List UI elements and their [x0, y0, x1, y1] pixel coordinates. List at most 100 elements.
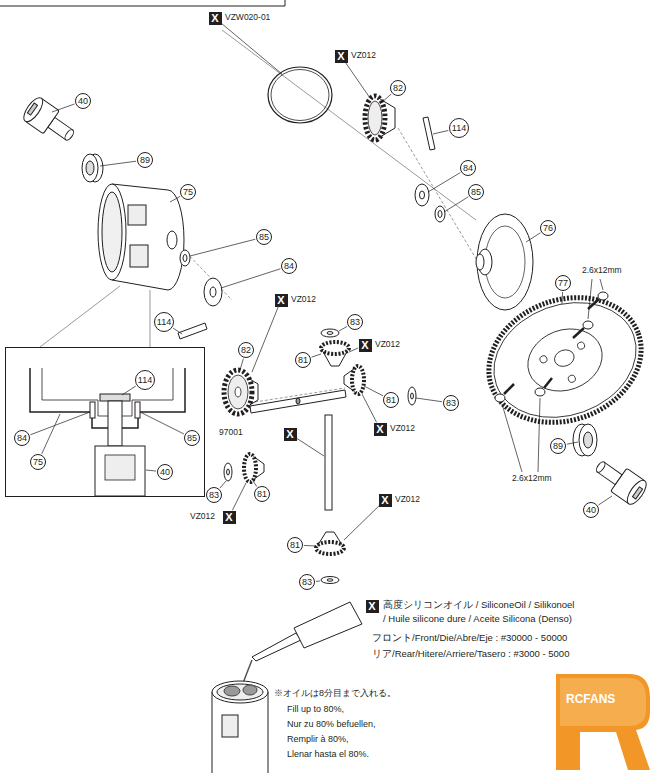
node-text: 114 [138, 376, 152, 385]
node-text: 85 [471, 188, 481, 197]
part-code: 97001 [219, 428, 243, 438]
bevel-gear [235, 387, 241, 397]
section-drawing [105, 455, 135, 480]
node-text: X [337, 51, 344, 62]
leader-line [232, 483, 246, 510]
section-drawing [95, 446, 145, 496]
section-drawing [135, 402, 140, 418]
bearing [82, 154, 103, 182]
pinion-gear [352, 366, 364, 394]
node-text: 76 [543, 224, 553, 233]
section-drawing [108, 401, 122, 446]
screw [583, 321, 593, 329]
guide-line [150, 290, 151, 347]
pinion-gear [244, 342, 364, 554]
callout-number: 82 [238, 342, 254, 358]
node-text: X [277, 295, 284, 306]
washer [411, 393, 414, 399]
output-cup [624, 477, 650, 507]
node-text: X [286, 429, 293, 440]
node-text: 114 [452, 124, 466, 133]
washer [438, 211, 442, 218]
section-drawing [30, 368, 185, 496]
dimension-leader [502, 404, 522, 472]
output-cup [595, 460, 607, 473]
callout-number: 114 [135, 370, 155, 390]
dimension-leader [502, 279, 603, 472]
node-text: 83 [350, 318, 360, 327]
node-text: 40 [78, 97, 88, 106]
callout-number: 82 [390, 80, 406, 96]
note-marker: X [284, 428, 297, 441]
node-text: 82 [393, 84, 403, 93]
dimension: 2.6x12mm [582, 266, 622, 276]
callout-number: 84 [14, 430, 30, 446]
open-diff-case [212, 681, 268, 773]
washer [408, 387, 416, 405]
leader-line [221, 23, 282, 74]
leader-line [146, 470, 156, 471]
callout-number: 77 [555, 275, 571, 291]
node-text: 83 [302, 578, 312, 587]
screw [598, 292, 608, 300]
spur-gear [539, 355, 548, 364]
screw [535, 388, 545, 396]
note-marker: X [366, 600, 379, 613]
node-text: 83 [446, 399, 456, 408]
callout-number: 85 [468, 184, 484, 200]
node-text: 81 [386, 396, 396, 405]
note-marker: X [335, 50, 348, 63]
leader-line [312, 354, 321, 357]
diff-case [102, 192, 122, 272]
diff-cover [477, 214, 533, 310]
open-diff-case [243, 685, 257, 695]
leader-line [52, 104, 75, 112]
leader-line [190, 239, 255, 256]
washer [224, 463, 232, 481]
leader-line [598, 496, 612, 505]
spur-gear [552, 347, 576, 369]
guide-line [222, 30, 476, 220]
pin [423, 117, 435, 150]
leader-line [444, 197, 468, 212]
pinion-gear [244, 454, 256, 482]
oil-bottle [252, 633, 301, 661]
washer [327, 579, 333, 581]
oil-spec: 高度シリコンオイル / SiliconeOil / Silikonoel [383, 600, 574, 611]
callout-number: 85 [184, 430, 200, 446]
cross-shaft [296, 398, 300, 404]
screw [544, 378, 552, 388]
node-text: 82 [241, 346, 251, 355]
watermark-logo [560, 678, 646, 726]
bevel-gear [368, 101, 382, 135]
callout-number: 83 [206, 487, 222, 503]
leader-line [339, 326, 347, 331]
node-text: 89 [553, 442, 563, 451]
open-diff-case [212, 692, 268, 773]
node-text: X [361, 340, 368, 351]
washer [415, 184, 429, 206]
node-text: X [381, 495, 388, 506]
pin [178, 117, 435, 339]
callout-number: 81 [295, 352, 311, 368]
node-text: 75 [183, 188, 193, 197]
open-diff-case [217, 684, 263, 700]
output-cup [590, 454, 649, 507]
leader-line [140, 412, 184, 434]
node-text: 89 [140, 156, 150, 165]
screw [495, 394, 505, 402]
washer [321, 577, 339, 584]
leader-line [345, 62, 370, 98]
leader-line [562, 292, 564, 304]
callout-number: 40 [157, 464, 173, 480]
callout-number: 83 [299, 574, 315, 590]
node-text: 81 [257, 490, 267, 499]
diff-cover [476, 214, 533, 310]
leader-line [122, 386, 136, 395]
node-text: 85 [187, 434, 197, 443]
screw [504, 384, 514, 394]
output-cup [20, 95, 46, 125]
callout-number: 84 [281, 258, 297, 274]
leader-line [362, 394, 377, 422]
